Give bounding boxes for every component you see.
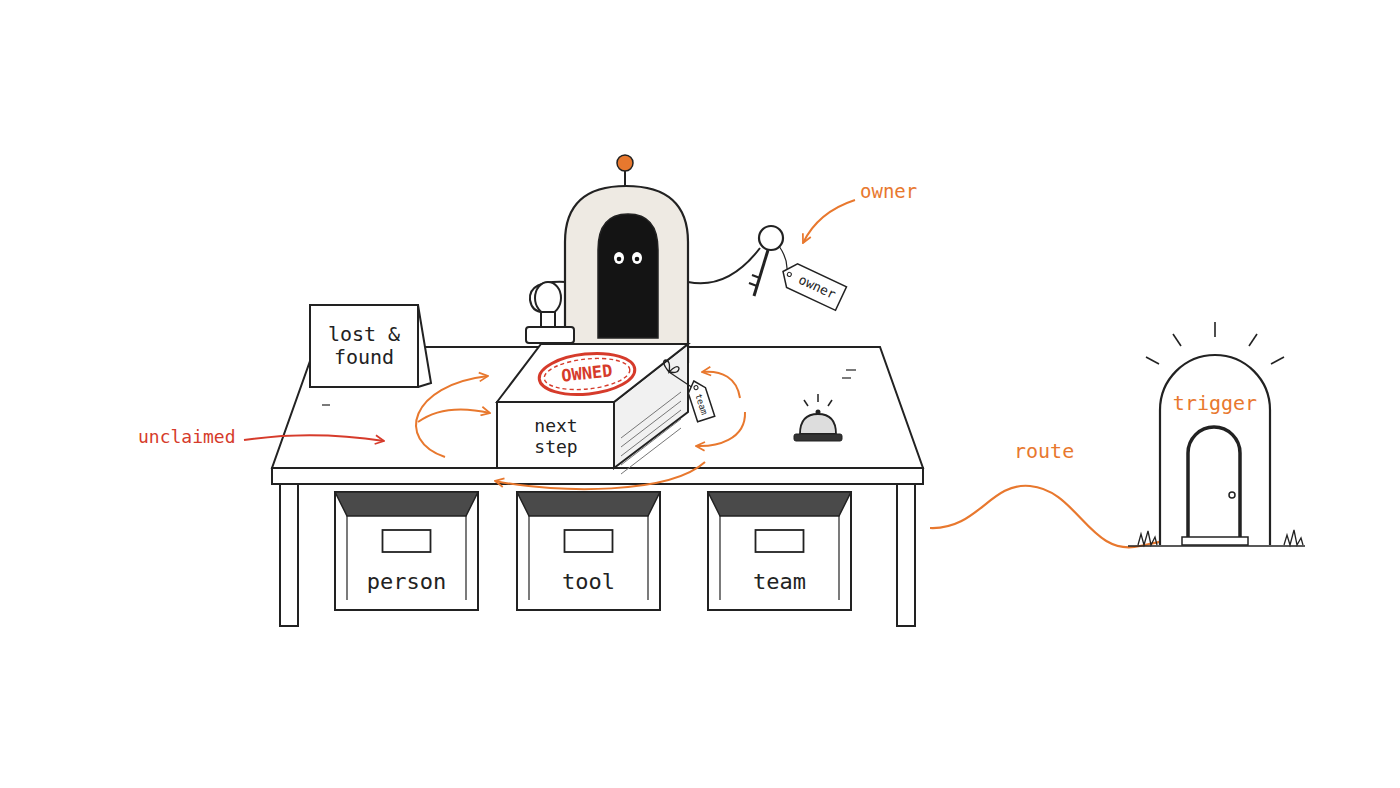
loop-arrows-part xyxy=(418,409,490,422)
owner-arrow-part xyxy=(803,200,855,243)
key-part xyxy=(749,275,760,286)
callout-label: owner xyxy=(860,181,917,203)
tag-outline xyxy=(685,378,714,422)
service-bell-part xyxy=(817,394,819,402)
door-rays-part xyxy=(1214,322,1216,337)
key xyxy=(749,226,787,296)
table xyxy=(272,347,923,626)
door-arch xyxy=(1160,355,1270,545)
drawer-edge xyxy=(719,516,720,600)
sign-card xyxy=(310,305,418,387)
table-part xyxy=(842,377,851,378)
next-step-box: next step OWNED xyxy=(497,338,692,470)
table-part xyxy=(280,484,298,626)
box-front xyxy=(497,402,614,468)
drawer-inside xyxy=(335,492,478,516)
drawer-inside xyxy=(708,492,851,516)
sign-card: lost & found xyxy=(310,305,418,387)
service-bell-part xyxy=(800,414,836,434)
robot-part xyxy=(632,252,642,264)
drawer: person xyxy=(335,492,478,610)
robot-part xyxy=(614,252,624,264)
drawer-plate xyxy=(565,530,613,552)
robot-part xyxy=(617,155,633,171)
owned-stamp: OWNED xyxy=(537,352,637,396)
unclaimed-arrow-part xyxy=(244,435,384,441)
ground-part xyxy=(1138,531,1157,545)
rubber-stamp-part xyxy=(526,327,574,343)
drawer: tool xyxy=(517,492,660,610)
drawer-edge xyxy=(528,516,529,600)
door-step xyxy=(1182,537,1248,545)
drawer-edge xyxy=(465,516,466,600)
door-outline xyxy=(1160,355,1270,545)
node-text: team xyxy=(689,388,713,421)
sign-back xyxy=(418,305,431,387)
drawer-inside xyxy=(517,492,660,516)
drawer-edge xyxy=(838,516,839,600)
drawer-front xyxy=(335,492,478,610)
service-bell-part xyxy=(828,400,832,406)
route-label: route xyxy=(1014,440,1074,463)
service-bell xyxy=(794,394,842,441)
door-rays-part xyxy=(1173,334,1181,346)
table-part xyxy=(897,484,915,626)
door-rays-part xyxy=(1271,357,1284,364)
unclaimed-arrow xyxy=(244,435,384,441)
robot-part xyxy=(598,214,658,338)
tag-string xyxy=(669,372,693,388)
box-top xyxy=(497,344,688,402)
drawer-edge xyxy=(647,516,648,600)
robot-part xyxy=(617,257,622,262)
service-bell-part xyxy=(794,434,842,441)
box-bow xyxy=(664,360,679,373)
node-text: next step xyxy=(523,410,589,464)
rubber-stamp-part xyxy=(541,312,555,328)
table-part xyxy=(272,468,923,484)
door-rays-part xyxy=(1146,357,1159,364)
trigger-door: trigger xyxy=(1160,355,1270,545)
drawer-front xyxy=(708,492,851,610)
box-hatch xyxy=(621,401,681,447)
node-text: team xyxy=(722,564,837,600)
robot-part xyxy=(565,186,688,362)
robot-part xyxy=(688,248,760,283)
box-hatch xyxy=(621,419,681,465)
box-hatch xyxy=(621,410,681,456)
box-tag: team xyxy=(685,378,714,422)
callout-label: unclaimed xyxy=(138,427,236,448)
owner-tag: owner xyxy=(778,260,847,311)
table-part xyxy=(846,369,856,370)
drawer-edge xyxy=(346,516,347,600)
box-hatch xyxy=(621,392,681,438)
drawer-plate xyxy=(383,530,431,552)
drawer: team xyxy=(708,492,851,610)
service-bell-part xyxy=(804,400,808,406)
tag-hole xyxy=(787,272,792,277)
node-text: trigger xyxy=(1167,389,1263,417)
node-text: person xyxy=(349,564,464,600)
owner-arrow xyxy=(803,200,855,243)
key-part xyxy=(754,250,768,296)
door-inner xyxy=(1188,427,1240,539)
stamp-dashes xyxy=(543,355,632,394)
robot-part xyxy=(635,257,640,262)
tag-hole xyxy=(693,385,698,390)
door-knob xyxy=(1229,492,1235,498)
drawer-plate xyxy=(756,530,804,552)
door-rays-part xyxy=(1249,334,1257,346)
box-hatch xyxy=(621,428,681,474)
drawer-front xyxy=(517,492,660,610)
stamp-ring xyxy=(537,349,637,399)
node-text: lost & found xyxy=(316,311,412,381)
ground-part xyxy=(1284,530,1303,545)
tag-outline xyxy=(778,260,847,311)
rubber-stamp xyxy=(526,282,574,343)
rubber-stamp-part xyxy=(535,282,561,314)
table-part xyxy=(322,404,330,405)
node-text: tool xyxy=(531,564,646,600)
